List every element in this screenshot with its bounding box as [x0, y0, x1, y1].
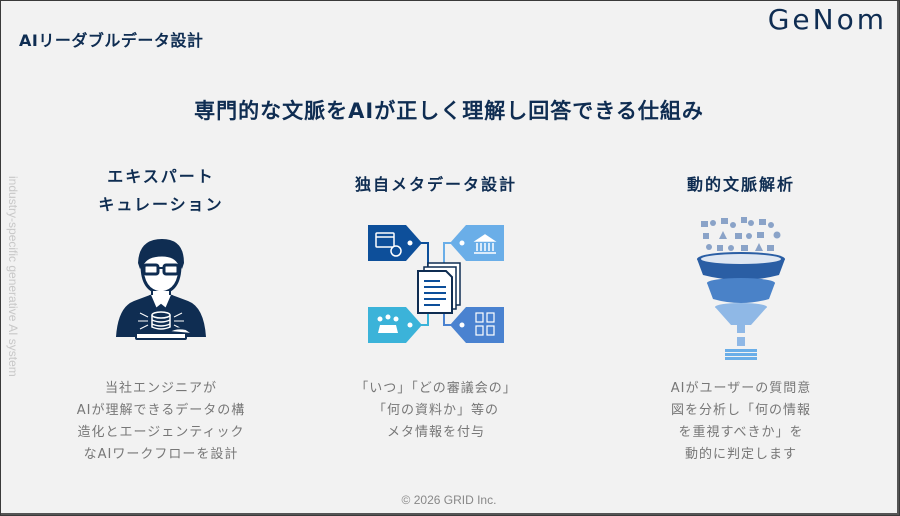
column-dynamic-context: 動的文脈解析 [626, 163, 856, 462]
column-metadata-design: 独自メタデータ設計 [321, 163, 551, 440]
column-description: 当社エンジニアが AIが理解できるデータの構 造化とエージェンティック なAIワ… [76, 381, 246, 462]
column-description: 「いつ」「どの審議会の」 「何の資料か」等の メタ情報を付与 [355, 381, 517, 440]
metadata-tags-icon [366, 221, 506, 355]
brand-logo: GeNom [767, 3, 887, 36]
column-description: AIがユーザーの質問意 図を分析し「何の情報 を重視すべきか」を 動的に判定しま… [670, 381, 812, 462]
copyright-footer: © 2026 GRID Inc. [401, 493, 497, 507]
column-title-line1: エキスパート [107, 167, 215, 186]
side-vertical-text: industry-specific generative AI system [6, 176, 20, 377]
main-heading: 専門的な文脈をAIが正しく理解し回答できる仕組み [194, 99, 704, 123]
column-expert-curation: エキスパート キュレーション [46, 163, 276, 462]
column-title-line2: キュレーション [98, 195, 224, 214]
column-title: エキスパート キュレーション [46, 163, 276, 219]
expert-person-icon [106, 233, 216, 347]
section-title: AIリーダブルデータ設計 [19, 31, 204, 50]
funnel-analysis-icon [691, 213, 791, 367]
column-title: 動的文脈解析 [686, 175, 795, 194]
column-title: 独自メタデータ設計 [354, 175, 517, 194]
